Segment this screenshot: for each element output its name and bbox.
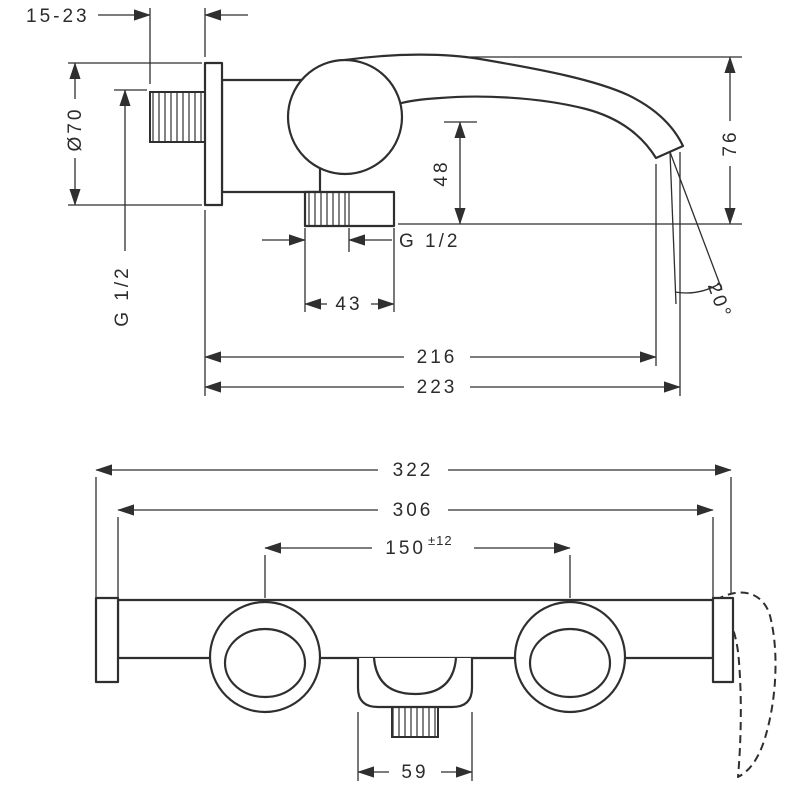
handle-hidden-outline <box>715 591 777 778</box>
dim-overall-width <box>95 464 732 597</box>
dim-label-spout-angle: 20° <box>703 280 736 323</box>
dim-label-hole-centers: 150 <box>385 538 426 559</box>
dim-spout-height <box>444 121 477 225</box>
front-outlet-thread <box>391 706 439 738</box>
left-union-block <box>94 596 120 684</box>
dim-label-outlet-width: 43 <box>335 294 362 315</box>
dim-overall-height <box>398 56 742 225</box>
front-outlet-dome <box>372 657 458 696</box>
right-union-escutcheon <box>513 600 627 714</box>
dim-label-spout-height: 48 <box>431 159 452 186</box>
left-union-escutcheon <box>208 600 322 714</box>
dim-label-projection-range: 15-23 <box>26 6 90 27</box>
dim-wall-thread <box>114 89 147 251</box>
dim-label-overall-width: 322 <box>393 460 434 481</box>
dim-label-body-width: 306 <box>393 500 434 521</box>
dim-label-hole-centers-tolerance: ±12 <box>428 533 453 548</box>
dim-escutcheon-diameter <box>68 62 202 206</box>
dim-label-reach: 216 <box>417 347 458 368</box>
side-view: 15-23 Ø70 G 1/2 48 76 <box>26 6 742 398</box>
dim-front-outlet-width <box>357 712 473 781</box>
cartridge-housing <box>286 58 404 176</box>
left-union-dome <box>223 627 307 699</box>
dim-label-overall-reach: 223 <box>417 377 458 398</box>
dim-spout-angle <box>669 151 723 305</box>
spout <box>343 53 685 160</box>
dim-label-overall-height: 76 <box>720 129 741 156</box>
dim-label-front-outlet-width: 59 <box>401 762 428 783</box>
dim-label-outlet-thread: G 1/2 <box>399 231 460 252</box>
dim-label-wall-thread: G 1/2 <box>112 265 133 326</box>
wall-nipple-thread <box>149 91 206 143</box>
right-union-dome <box>528 627 612 699</box>
bottom-outlet-thread <box>304 191 350 227</box>
right-union-block <box>711 596 735 684</box>
dim-label-escutcheon-diameter: Ø70 <box>65 107 86 152</box>
front-view: 322 306 150 ±12 59 <box>94 460 777 783</box>
dim-projection-range <box>98 8 248 84</box>
dim-outlet-width <box>304 228 395 312</box>
dim-outlet-thread <box>262 228 392 252</box>
dim-hole-centers <box>264 542 571 598</box>
wall-escutcheon <box>203 61 224 207</box>
dim-reach <box>204 164 657 396</box>
dim-overall-reach <box>204 152 681 396</box>
dim-body-width <box>117 504 714 597</box>
